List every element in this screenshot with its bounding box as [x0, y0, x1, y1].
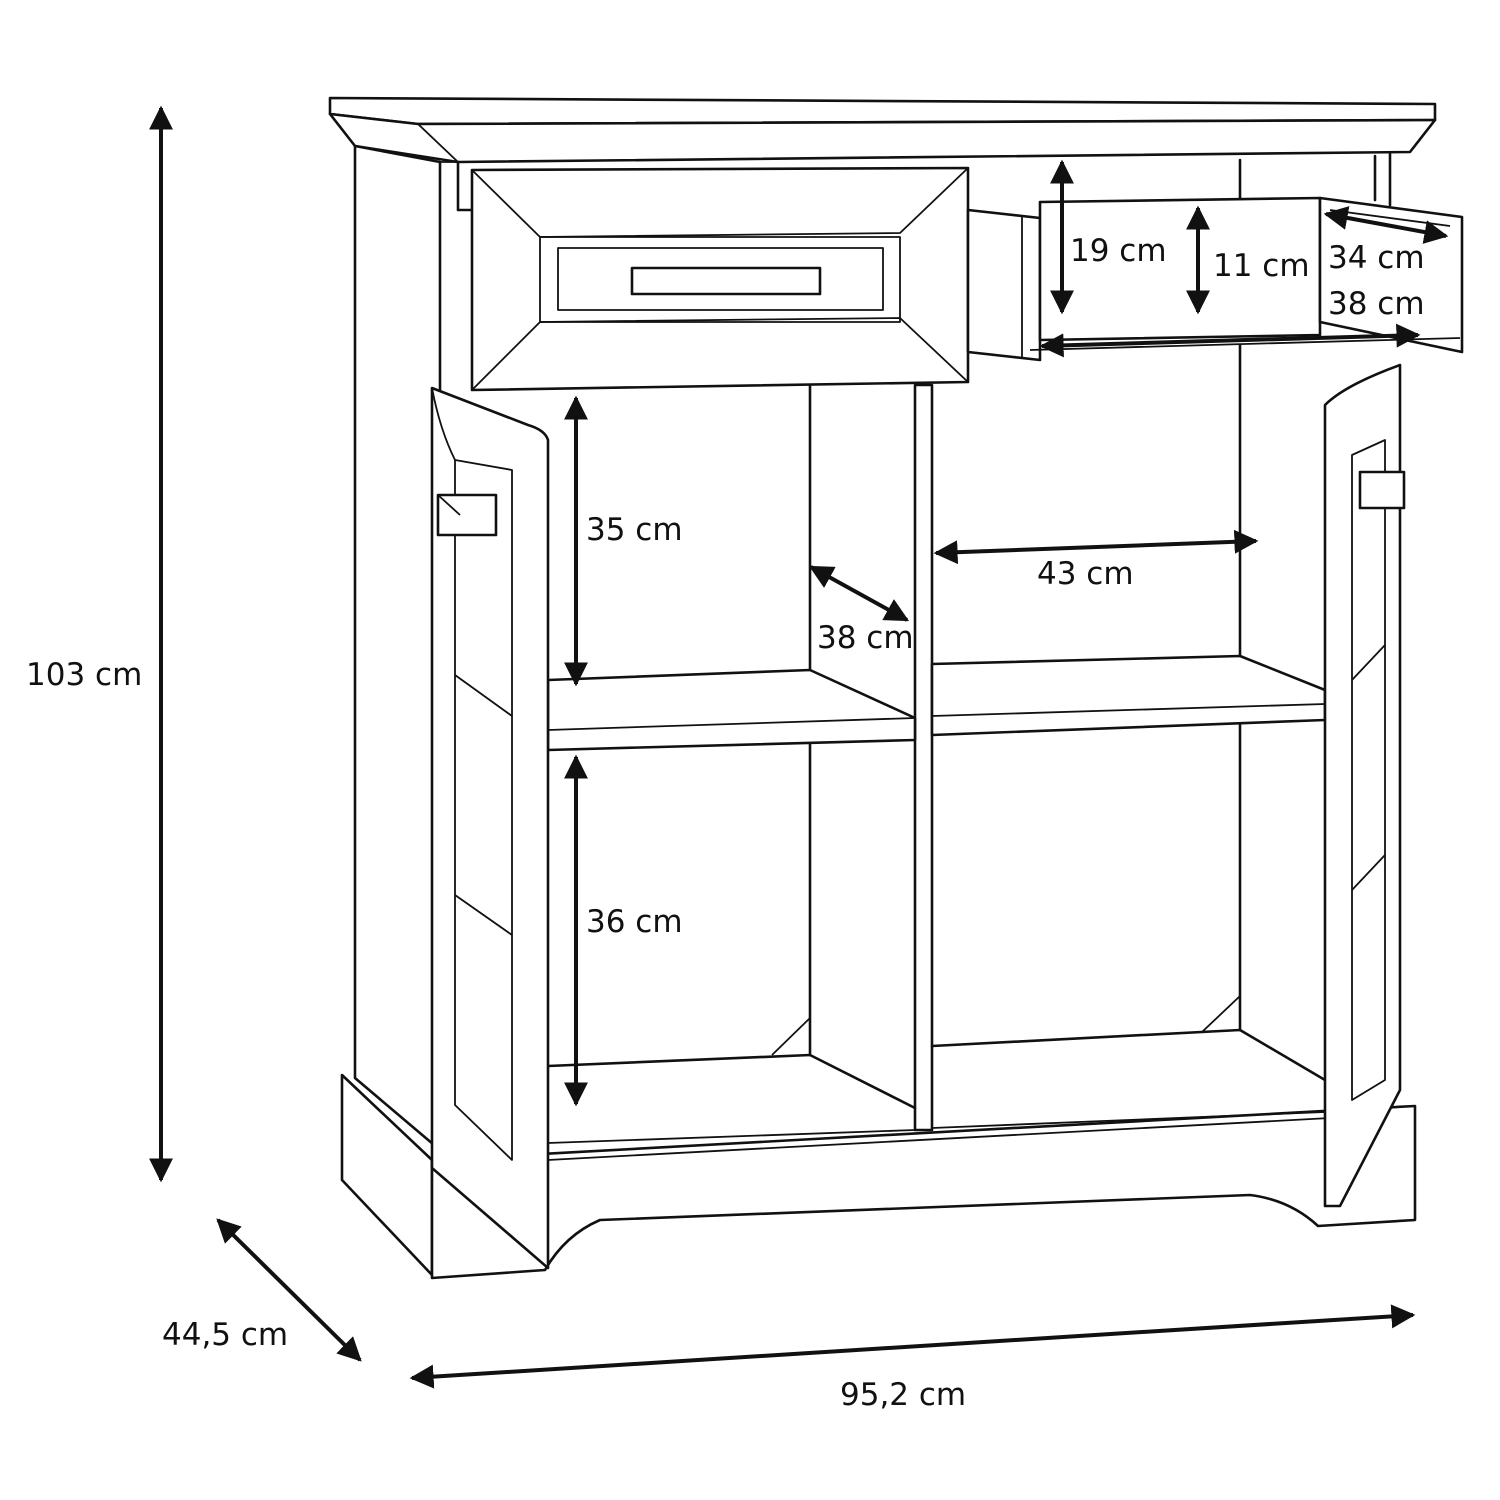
overall-width-label: 95,2 cm — [840, 1377, 966, 1413]
left-door — [430, 386, 550, 1270]
drawer-front-height-label: 19 cm — [1070, 233, 1167, 269]
cabinet-outline — [328, 96, 1437, 1280]
drawer-inner-height-label: 11 cm — [1213, 248, 1310, 284]
drawer-depth-arrow — [1323, 206, 1449, 244]
front-plinth — [430, 1104, 1417, 1280]
dimension-labels: 103 cm 44,5 cm 95,2 cm 35 cm 36 cm 38 cm… — [26, 233, 1425, 1413]
dimension-arrows — [149, 105, 1449, 1389]
drawer-depth-label: 34 cm — [1328, 240, 1425, 276]
overall-depth-label: 44,5 cm — [162, 1317, 288, 1353]
overall-height-label: 103 cm — [26, 657, 142, 693]
drawer-width-arrow — [1039, 323, 1421, 358]
left-door-handle — [436, 493, 498, 537]
depth-arrow — [216, 1218, 362, 1362]
drawer-width-label: 38 cm — [1328, 286, 1425, 322]
left-drawer-handle — [630, 266, 822, 296]
upper-height-label: 35 cm — [586, 512, 683, 548]
lower-height-label: 36 cm — [586, 904, 683, 940]
left-drawer — [470, 166, 970, 392]
right-door — [1323, 363, 1406, 1208]
inner-width-arrow — [933, 529, 1259, 565]
width-arrow — [409, 1304, 1416, 1389]
interior — [546, 158, 1327, 1144]
inner-depth-label: 38 cm — [817, 620, 914, 656]
left-shelf — [546, 668, 917, 752]
center-divider — [913, 383, 934, 1132]
right-door-handle — [1358, 470, 1406, 510]
inner-depth-arrow — [808, 565, 910, 622]
left-side-panel — [353, 144, 442, 1152]
right-shelf — [930, 654, 1327, 737]
inner-width-label: 43 cm — [1037, 556, 1134, 592]
